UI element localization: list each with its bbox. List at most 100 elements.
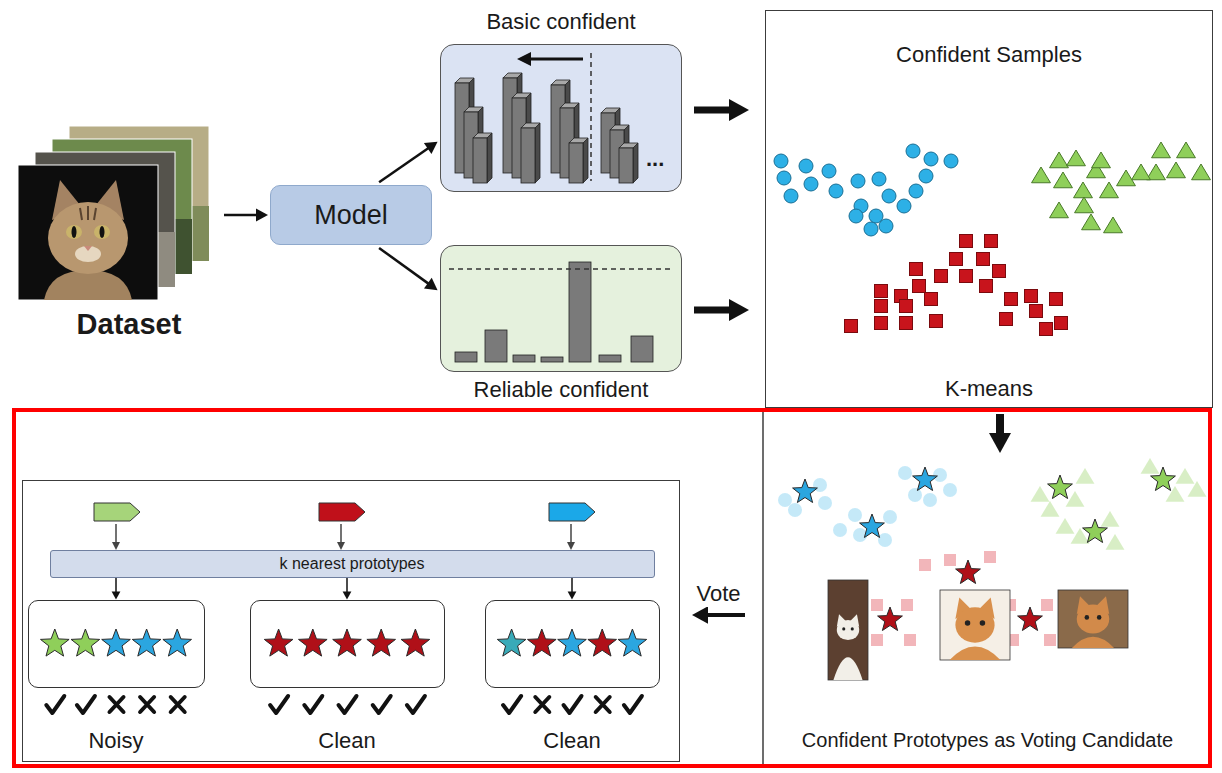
prototype-scatter (765, 455, 1210, 763)
label-anchor: ... (646, 146, 664, 172)
sample-circle (878, 533, 892, 547)
sample-square (1041, 599, 1053, 611)
bar-top (551, 80, 570, 85)
sample-triangle (1132, 164, 1151, 180)
sample-triangle (1032, 167, 1051, 183)
bar-chart (441, 246, 680, 370)
sample-triangle (1031, 486, 1050, 502)
shift-arrow (529, 58, 583, 61)
vote-marks (28, 692, 205, 718)
bar (485, 330, 507, 362)
vote-box: Noisy (28, 600, 205, 760)
sample-square (875, 300, 888, 313)
bar (631, 336, 653, 362)
sample-square (910, 263, 923, 276)
star-box (28, 600, 205, 688)
tag-arrow (340, 524, 342, 543)
sample-circle (822, 164, 836, 178)
threshold-line (590, 53, 592, 181)
sample-square (944, 554, 956, 566)
bar-side (535, 123, 540, 183)
star-box (250, 600, 445, 688)
panel-caption: Confident Prototypes as Voting Candidate (765, 727, 1210, 753)
ellipsis-label: ... (646, 146, 664, 172)
check-mark (338, 696, 356, 713)
sample-square (875, 317, 888, 330)
knn-band: k nearest prototypes (50, 550, 655, 578)
highlight-frame (14, 410, 1210, 766)
sample-circle (774, 154, 788, 168)
sample-square (977, 253, 990, 266)
cat-eye (66, 225, 82, 239)
sample-triangle (1117, 170, 1136, 186)
flow-arrow (989, 414, 1011, 453)
chart-heading: Basic confident (440, 8, 682, 36)
label-tag (549, 503, 595, 521)
sample-square (900, 317, 913, 330)
sample-square (871, 599, 883, 611)
tag-arrow (115, 524, 117, 543)
sample-square (1055, 317, 1068, 330)
sample-circle (864, 222, 878, 236)
arrowhead (729, 299, 749, 321)
bar (513, 355, 535, 362)
process-label: Model (271, 199, 431, 231)
cat-photo (1058, 590, 1128, 648)
prototype-star (1018, 607, 1043, 631)
sample-circle (784, 189, 798, 203)
sample-circle (923, 493, 937, 507)
bar-top (503, 73, 522, 78)
star-row (29, 601, 203, 686)
cross-mark (535, 697, 549, 712)
sample-triangle (1074, 182, 1093, 198)
prototype-star (366, 629, 395, 656)
prototype-star (332, 629, 361, 656)
sample-triangle (1050, 202, 1069, 218)
sample-triangle (1066, 491, 1085, 507)
sample-circle (777, 171, 791, 185)
arrowhead (424, 142, 438, 154)
sample-square (960, 235, 973, 248)
bar (599, 355, 621, 362)
arrow-shaft (705, 613, 745, 617)
sample-triangle (1056, 518, 1075, 534)
sample-triangle (1092, 152, 1111, 168)
sample-square (1000, 313, 1013, 326)
sample-circle (818, 496, 832, 510)
bar-top (569, 138, 588, 143)
sample-triangle (1076, 468, 1095, 484)
cat-eye (1085, 615, 1090, 620)
sample-square (904, 634, 916, 646)
sample-circle (909, 184, 923, 198)
arrow-shaft (346, 578, 348, 594)
sample-circle (882, 189, 896, 203)
sample-square (925, 293, 938, 306)
cat-photo (828, 580, 868, 680)
prototype-panel: Confident Prototypes as Voting Candidate (765, 455, 1210, 763)
flow-arrow (694, 99, 749, 121)
prototype-star (40, 629, 69, 656)
sample-circle (788, 503, 802, 517)
prototype-star (264, 629, 293, 656)
cat-pupil (72, 226, 77, 238)
bar-side (633, 143, 638, 183)
sample-triangle (1152, 142, 1171, 158)
flow-arrow (224, 208, 268, 221)
check-mark (372, 696, 390, 713)
cat-body (44, 270, 132, 300)
cat-body (1072, 637, 1114, 648)
check-mark (46, 696, 64, 713)
sample-square (1030, 305, 1043, 318)
prototype-star (913, 467, 938, 491)
sample-square (1050, 293, 1063, 306)
star-row (486, 601, 658, 686)
bar (521, 128, 535, 183)
sample-square (913, 280, 926, 293)
check-mark (76, 696, 94, 713)
prototype-star (71, 629, 100, 656)
tag-arrowhead (567, 542, 575, 550)
sample-triangle (1101, 511, 1120, 527)
arrowhead (112, 592, 121, 600)
chart-panel: Reliable confident (440, 245, 682, 405)
sample-triangle (1104, 217, 1123, 233)
